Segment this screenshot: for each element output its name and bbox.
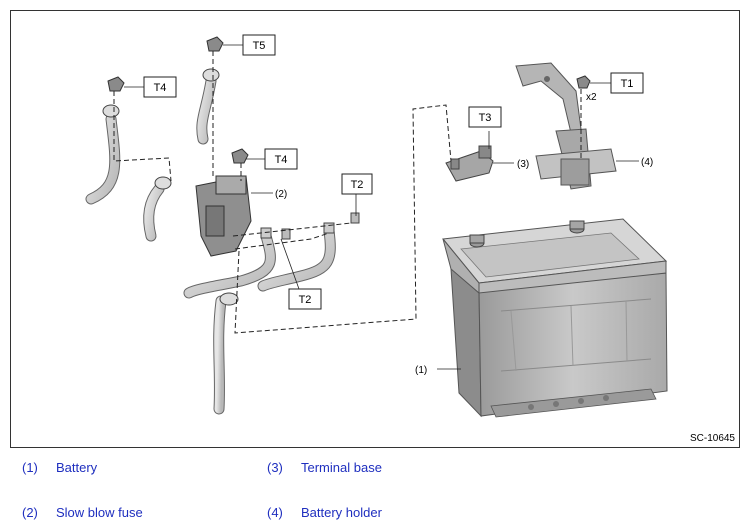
terminal-base-drawing: [445, 145, 494, 182]
legend-label: Slow blow fuse: [56, 505, 143, 520]
diagram-frame: T5 T4 T4 T2 T2 T3: [10, 10, 740, 448]
svg-text:T4: T4: [275, 154, 288, 166]
callout-2: (2): [275, 189, 287, 200]
torque-tag-t2-lower: T2: [288, 288, 322, 310]
callout-1: (1): [415, 365, 427, 376]
nuts-drawing: [107, 36, 591, 164]
legend-number: (2): [22, 505, 38, 520]
callout-4: (4): [641, 157, 653, 168]
svg-text:T4: T4: [154, 82, 167, 94]
svg-text:T1: T1: [621, 78, 634, 90]
multiplier-label: x2: [586, 92, 597, 103]
legend-item-battery-holder: (4) Battery holder: [267, 505, 382, 520]
legend-item-slow-blow-fuse: (2) Slow blow fuse: [22, 505, 143, 520]
fuse-drawing: [195, 175, 252, 257]
svg-text:T2: T2: [299, 294, 312, 306]
cables-drawing: [85, 68, 360, 415]
alignment-lines: [113, 51, 582, 334]
battery-holder-drawing: [515, 62, 617, 190]
torque-tag-t5: T5: [242, 34, 276, 56]
svg-text:T3: T3: [479, 112, 492, 124]
legend-item-battery: (1) Battery: [22, 460, 97, 475]
legend-label: Terminal base: [301, 460, 382, 475]
torque-tag-t2-upper: T2: [341, 173, 373, 195]
leader-lines: [124, 44, 639, 370]
legend-label: Battery: [56, 460, 98, 475]
torque-tag-t1: T1: [610, 72, 644, 94]
legend-number: (4): [267, 505, 283, 520]
torque-tag-t3: T3: [468, 106, 502, 128]
legend-item-terminal-base: (3) Terminal base: [267, 460, 382, 475]
legend-number: (1): [22, 460, 38, 475]
callout-3: (3): [517, 159, 529, 170]
figure-code: SC-10645: [689, 433, 735, 444]
svg-text:T2: T2: [351, 179, 364, 191]
legend-label: Battery holder: [301, 505, 382, 520]
legend-number: (3): [267, 460, 283, 475]
battery-drawing: [442, 218, 668, 418]
torque-tag-t4-left: T4: [143, 76, 177, 98]
battery-exploded-diagram: T5 T4 T4 T2 T2 T3: [85, 34, 668, 418]
svg-text:T5: T5: [253, 40, 266, 52]
torque-tag-t4-right: T4: [264, 148, 298, 170]
